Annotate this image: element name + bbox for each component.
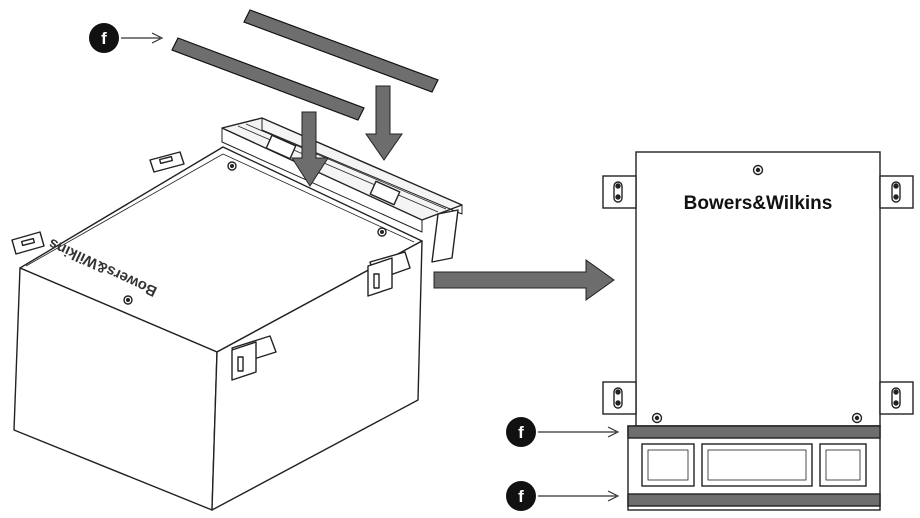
back-box-front-view (602, 151, 914, 511)
trim-rail-lower (171, 37, 365, 121)
down-arrow-icon (291, 111, 329, 187)
box-right-face (211, 240, 423, 511)
trim-rail-upper (243, 9, 439, 93)
right-arrow-icon (433, 259, 615, 301)
callout-bottom: f (506, 481, 620, 511)
box-logo: Bowers&Wilkins (684, 193, 833, 214)
callout-mid-letter: f (518, 423, 524, 442)
mounting-bracket-icon (367, 251, 411, 297)
callout-bottom-letter: f (518, 487, 524, 506)
callout-badge-icon (506, 417, 536, 447)
mounting-bracket-icon (879, 175, 914, 209)
trim-rail-front-top (627, 425, 881, 439)
trim-rails (171, 9, 439, 121)
mounting-bracket-icon (602, 381, 637, 415)
callout-top-letter: f (101, 29, 107, 48)
mounting-bracket-icon (879, 381, 914, 415)
box-front-panel (635, 151, 881, 427)
callout-badge-icon (89, 23, 119, 53)
mounting-bracket-icon (11, 231, 45, 255)
mounting-bracket-icon (149, 151, 185, 173)
mounting-bracket-icon (602, 175, 637, 209)
trim-rail-front-bottom (627, 493, 881, 507)
back-box-isometric (11, 117, 463, 511)
callout-top: f (89, 23, 164, 53)
callout-mid: f (506, 417, 620, 447)
down-arrow-icon (365, 85, 403, 161)
callout-badge-icon (506, 481, 536, 511)
mounting-bracket-icon (231, 335, 277, 381)
